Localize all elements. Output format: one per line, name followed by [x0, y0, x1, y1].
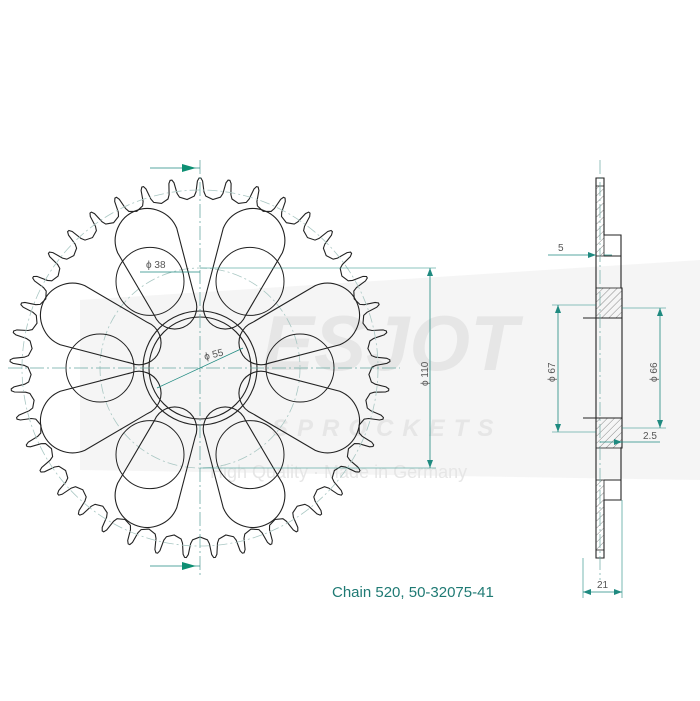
bolt-hole	[115, 246, 185, 316]
lightening-holes	[40, 208, 360, 528]
lightening-hole	[238, 282, 360, 366]
tooth-arrow-bottom	[182, 562, 196, 570]
watermark-sub: SPROCKETS	[272, 415, 502, 442]
bolt-hole	[115, 420, 185, 490]
part-caption: Chain 520, 50-32075-41	[332, 584, 494, 601]
lightening-hole	[40, 282, 162, 366]
dim-bore-diameter: ϕ 55	[203, 347, 225, 362]
lightening-hole	[114, 406, 198, 528]
dim-tooth-thickness: 5	[558, 243, 564, 254]
dim-offset: 2.5	[643, 431, 657, 442]
dim-bolt-circle: ϕ 110	[420, 361, 431, 386]
gear-outline	[9, 177, 391, 559]
sprocket-front-view: ϕ 38 ϕ 55 ϕ 110	[8, 160, 436, 575]
dim-window-diameter: ϕ 38	[146, 260, 166, 271]
dim-hub-inner: ϕ 66	[649, 362, 660, 382]
lightening-hole	[238, 370, 360, 454]
lightening-hole	[202, 406, 286, 528]
bolt-hole	[215, 246, 285, 316]
lightening-hole	[40, 370, 162, 454]
lightening-hole	[114, 208, 198, 330]
watermark-tagline: High Quality · Made in Germany	[210, 462, 467, 482]
sprocket-side-view: 5 ϕ 67 ϕ 66 2.5 21	[547, 160, 666, 598]
dim-hub-width: 21	[597, 580, 609, 591]
bolt-hole	[215, 420, 285, 490]
tooth-arrow-top	[182, 164, 196, 172]
watermark-brand: ESJOT	[262, 299, 524, 387]
dim-hub-outer: ϕ 67	[547, 362, 558, 382]
lightening-hole	[202, 208, 286, 330]
watermark: ESJOT SPROCKETS High Quality · Made in G…	[80, 260, 700, 482]
